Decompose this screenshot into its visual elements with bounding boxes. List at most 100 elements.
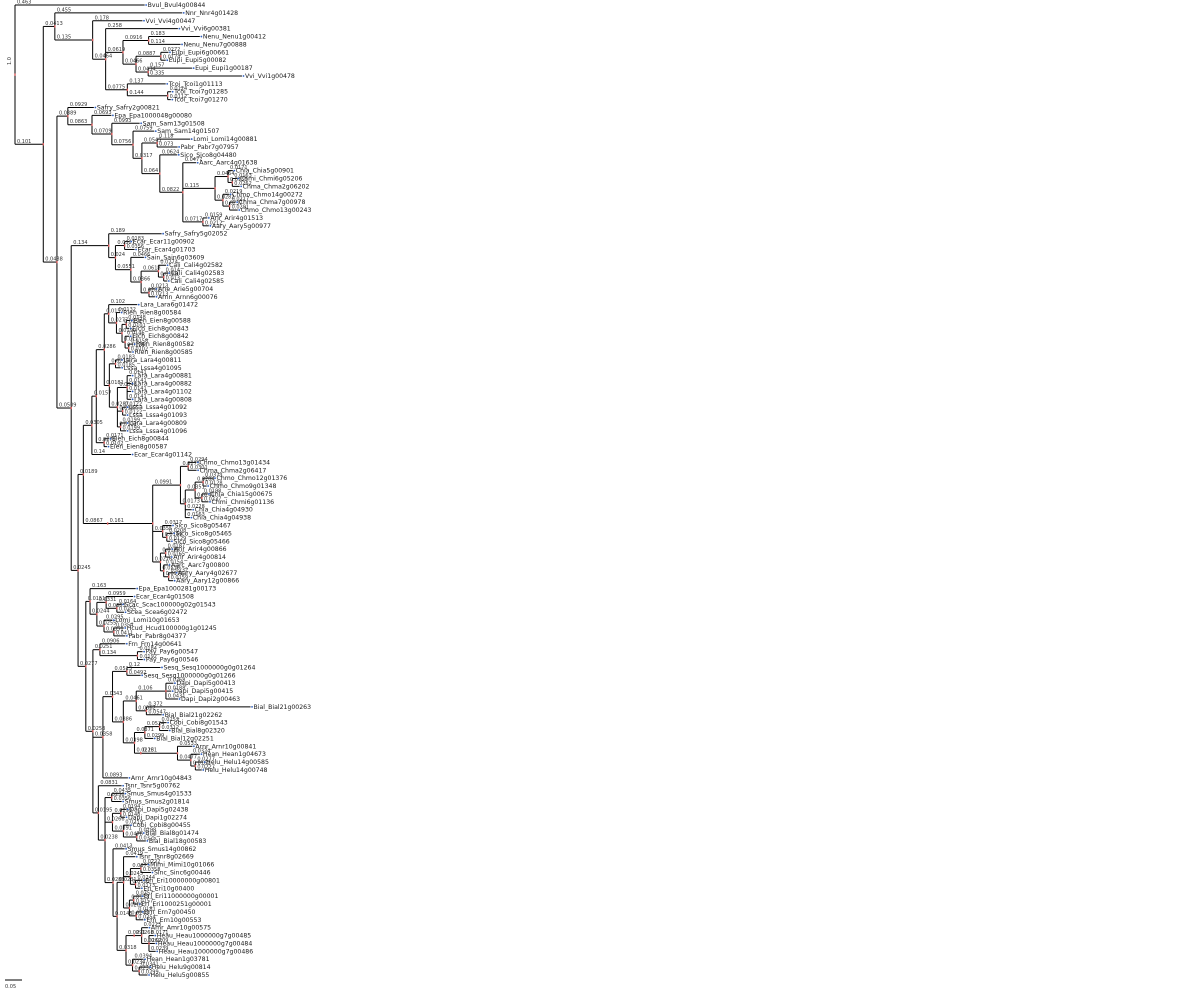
- tip-label: Lomi_Lomi10g01653: [115, 617, 179, 624]
- tip-marker: [131, 398, 134, 401]
- tip-label: Ecar_Ecar4g01508: [136, 593, 194, 600]
- tip-marker: [125, 816, 128, 819]
- tip-marker: [125, 642, 128, 645]
- internal-node-marker: [105, 601, 107, 604]
- tip-marker: [128, 776, 131, 779]
- tip-marker: [126, 422, 129, 424]
- branch-length-label: 0.0153: [230, 177, 248, 183]
- branch-length-label: 0.0513: [115, 666, 133, 672]
- internal-node-marker: [145, 709, 148, 713]
- branch-length-label: 0.0171: [151, 930, 169, 936]
- tip-label: Bial_Bial8g01474: [145, 830, 199, 837]
- internal-node-marker: [194, 764, 197, 768]
- tip-label: Helu_Helu9g00814: [152, 964, 211, 971]
- branch-length-label: 0.0893: [105, 772, 123, 778]
- tip-marker: [138, 903, 141, 905]
- branch-length-label: 0.0102: [106, 441, 124, 447]
- branch-length-label: 0.102: [111, 299, 125, 305]
- tip-marker: [172, 524, 174, 527]
- branch-length-label: 0.134: [73, 240, 87, 246]
- internal-node-marker: [113, 630, 115, 634]
- branch-length-label: 0.0153: [131, 895, 149, 901]
- tip-label: Arir_Arir4g00814: [173, 554, 226, 561]
- branch-length-label: 0.0419: [126, 851, 144, 857]
- branch-length-label: 0.0286: [98, 344, 116, 350]
- branch-length-label: 0.183: [151, 31, 165, 37]
- branch-length-label: 0.0709: [94, 129, 112, 135]
- branch-length-label: 0.0189: [80, 469, 98, 475]
- tip-marker: [124, 792, 127, 795]
- branch-length-label: 0.0188: [160, 272, 178, 278]
- tip-label: Chmo_Chmo13g01434: [199, 459, 270, 466]
- branch-length-label: 0.0157: [94, 391, 112, 397]
- internal-node-marker: [91, 38, 94, 42]
- tip-marker: [141, 674, 144, 677]
- branch-length-label: 0.0185: [117, 362, 135, 368]
- branch-length-label: 0.0509: [59, 403, 77, 409]
- branch-length-label: 0.0262: [234, 181, 252, 187]
- internal-node-marker: [103, 624, 105, 628]
- branch-length-label: 0.0162: [193, 761, 211, 767]
- branch-length-label: 0.0195: [95, 807, 113, 813]
- internal-node-marker: [162, 275, 165, 279]
- scale-bar: 0.05: [5, 979, 22, 990]
- internal-node-marker: [103, 441, 105, 444]
- tip-marker: [144, 958, 146, 961]
- branch-length-label: 0.0149: [165, 532, 183, 538]
- branch-length-label: 0.0284: [197, 477, 215, 483]
- tip-marker: [166, 264, 169, 267]
- branch-length-label: 0.0228: [187, 504, 205, 510]
- branch-length-label: 0.0341: [141, 962, 159, 968]
- branch-length-label: 0.0492: [129, 670, 147, 676]
- branch-length-label: 0.0375: [132, 863, 150, 869]
- tip-marker: [190, 516, 193, 519]
- tip-marker: [192, 67, 195, 69]
- branch-length-label: 0.0287: [111, 402, 129, 408]
- tip-marker: [146, 840, 149, 842]
- branch-length-label: 0.0759: [135, 126, 153, 132]
- tip-marker: [236, 201, 239, 204]
- branch-length-label: 0.0159: [171, 575, 189, 581]
- tip-label: Eien_Eien8g00587: [110, 444, 167, 451]
- branch-length-label: 0.014: [166, 268, 180, 274]
- tip-label: Pay_Pay6g00547: [146, 649, 199, 656]
- branch-length-label: 0.0252: [162, 717, 180, 723]
- tip-label: Lara_Lara4g00881: [134, 373, 192, 380]
- branch-length-label: 0.0148: [128, 315, 146, 321]
- branch-length-label: 0.0209: [126, 902, 144, 908]
- internal-node-marker: [159, 172, 161, 175]
- tip-label: Eri_Eri10g00400: [143, 885, 194, 892]
- branch-length-label: 0.0232: [171, 567, 189, 573]
- branch-length-label: 0.0159: [205, 212, 223, 218]
- internal-node-marker: [132, 143, 134, 146]
- tip-label: Tsnr_Tsnr5g00762: [124, 783, 181, 790]
- branch-length-label: 0.118: [159, 134, 173, 140]
- internal-node-marker: [138, 969, 140, 973]
- tip-marker: [132, 351, 134, 353]
- tip-marker: [166, 59, 169, 62]
- tip-marker: [126, 406, 129, 409]
- tip-marker: [122, 603, 124, 606]
- tip-marker: [242, 75, 245, 77]
- tip-label: Ecar_Ecar11g00902: [133, 239, 195, 246]
- tip-label: Chmi_Chmi6g01136: [212, 499, 275, 506]
- internal-node-marker: [91, 424, 93, 427]
- branch-length-label: 0.0236: [135, 966, 153, 972]
- tip-marker: [155, 288, 158, 290]
- tip-marker: [148, 926, 151, 929]
- branch-length-label: 0.0257: [136, 891, 154, 897]
- branch-length-label: 0.134: [102, 650, 116, 656]
- branch-length-label: 0.0466: [133, 252, 151, 258]
- internal-node-marker: [121, 332, 123, 335]
- branch-length-label: 0.0717: [185, 216, 203, 222]
- tip-marker: [171, 540, 173, 543]
- branch-length-label: 0.0199: [123, 417, 141, 423]
- tip-label: Smus_Smus4g01533: [127, 791, 192, 798]
- branch-length-label: 0.0274: [160, 260, 178, 266]
- tip-label: Eich_Eich8g00843: [132, 325, 189, 332]
- branch-length-label: 0.0222: [143, 859, 161, 865]
- tip-label: Eri_Eri11000000g00001: [144, 893, 219, 900]
- internal-node-marker: [130, 268, 132, 271]
- tip-label: Chmo_Chmo12g01376: [217, 475, 288, 482]
- branch-length-label: 0.0295: [106, 615, 124, 621]
